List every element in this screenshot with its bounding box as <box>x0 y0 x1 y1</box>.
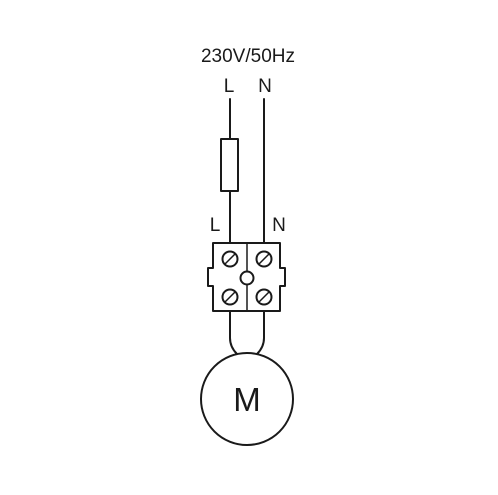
motor-line-wire <box>229 310 238 355</box>
supply-neutral-label: N <box>258 76 272 97</box>
supply-voltage-label: 230V/50Hz <box>201 46 295 67</box>
motor <box>200 352 294 446</box>
motor-label: M <box>233 381 261 418</box>
terminal-neutral-label: N <box>272 215 286 236</box>
screw-top-left <box>221 250 239 268</box>
screw-top-right <box>255 250 273 268</box>
screw-bottom-right <box>255 288 273 306</box>
motor-neutral-wire <box>256 310 265 355</box>
terminal-center-link <box>239 270 255 286</box>
fuse <box>220 138 239 192</box>
screw-bottom-left <box>221 288 239 306</box>
supply-line-label: L <box>224 76 235 97</box>
terminal-line-label: L <box>210 215 221 236</box>
terminal-block <box>207 242 286 312</box>
